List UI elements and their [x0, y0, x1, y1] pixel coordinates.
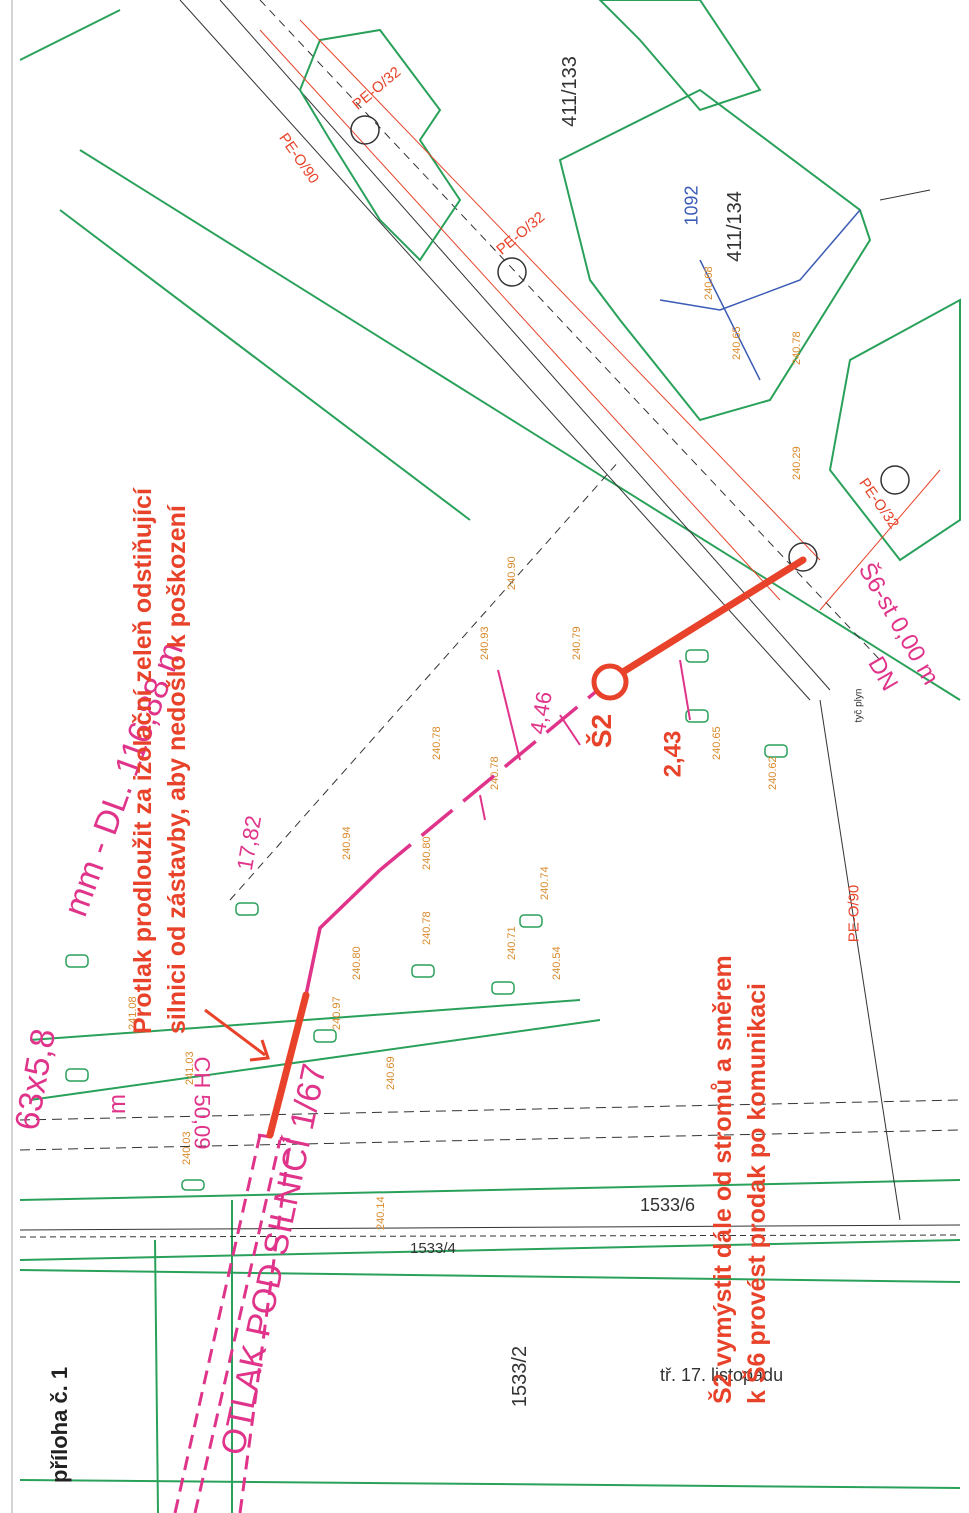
shaft-s2-label: Š2 [586, 713, 618, 749]
note-shaft-relocate-line2: k Š6 provést prodak po komunikaci [743, 983, 771, 1404]
svg-text:240.62: 240.62 [767, 756, 779, 790]
gas-pole-label: tyč plyn [853, 688, 865, 723]
tree-symbols [65, 649, 788, 1191]
svg-text:240.93: 240.93 [479, 626, 491, 660]
protlak-extension [266, 556, 807, 1139]
annex-title: příloha č. 1 [47, 1366, 72, 1483]
note-shaft-relocate-line1: Š2 vymýstit dále od stromů a směrem [709, 955, 737, 1404]
svg-text:240.80: 240.80 [421, 836, 433, 870]
annotation-arrow [204, 1008, 271, 1062]
svg-text:240.78: 240.78 [431, 726, 443, 760]
segment-2-43-label: 2,43 [659, 730, 687, 778]
shaft-s2-symbol [591, 663, 629, 701]
svg-text:240.14: 240.14 [375, 1196, 387, 1230]
svg-text:241.03: 241.03 [184, 1051, 196, 1085]
svg-text:240.80: 240.80 [351, 946, 363, 980]
note-shaft-relocate: Š2 vymýstit dále od stromů a směrem k Š6… [706, 804, 774, 1404]
sewer-route [304, 659, 691, 996]
street-name: tř. 17. listopadu [660, 1365, 784, 1385]
svg-text:240.78: 240.78 [489, 756, 501, 790]
svg-text:240.78: 240.78 [421, 911, 433, 945]
segment-m-label: m [104, 1094, 131, 1114]
blue-utility-lines [659, 209, 861, 381]
svg-text:240.54: 240.54 [551, 946, 563, 980]
parcel-411-134: 411/134 [723, 191, 746, 262]
svg-text:240.78: 240.78 [791, 331, 803, 365]
parcel-1533-4: 1533/4 [410, 1240, 456, 1257]
svg-text:240.29: 240.29 [791, 446, 803, 480]
parcel-1533-6: 1533/6 [640, 1195, 696, 1215]
parcel-411-133: 411/133 [558, 56, 581, 127]
survey-point-labels: 240.03 240.97 240.80 240.78 240.78 240.7… [127, 266, 803, 1230]
svg-text:240.94: 240.94 [341, 826, 353, 860]
pipe-label-pe-o90-right: PE-O/90 [845, 884, 863, 943]
building-outlines [298, 0, 961, 562]
svg-text:240.74: 240.74 [539, 866, 551, 900]
parcel-1533-2: 1533/2 [509, 1345, 532, 1408]
note-protlak-extend: Protlak prodloužit za izolační zeleň ods… [126, 274, 194, 1034]
design-ch-label: CH 50,09 [189, 1056, 215, 1150]
svg-text:240.65: 240.65 [731, 326, 743, 360]
road-centre-lines [19, 0, 961, 1238]
note-protlak-extend-line2: silnici od zástavby, aby nedošlo k poško… [163, 505, 191, 1034]
svg-text:240.68: 240.68 [703, 266, 715, 300]
protlak-under-road [173, 1133, 292, 1513]
note-protlak-extend-line1: Protlak prodloužit za izolační zeleň ods… [129, 488, 157, 1034]
svg-text:240.71: 240.71 [506, 926, 518, 960]
svg-text:241.08: 241.08 [127, 996, 139, 1030]
svg-text:240.69: 240.69 [385, 1056, 397, 1090]
svg-text:240.97: 240.97 [331, 996, 343, 1030]
svg-text:240.90: 240.90 [506, 556, 518, 590]
svg-text:240.79: 240.79 [571, 626, 583, 660]
parcel-1092: 1092 [681, 185, 702, 226]
road-edge-lines [19, 9, 961, 1513]
gas-pipe-lines [259, 19, 941, 611]
manhole-symbols [350, 115, 910, 572]
svg-text:240.65: 240.65 [711, 726, 723, 760]
svg-text:240.03: 240.03 [181, 1131, 193, 1165]
